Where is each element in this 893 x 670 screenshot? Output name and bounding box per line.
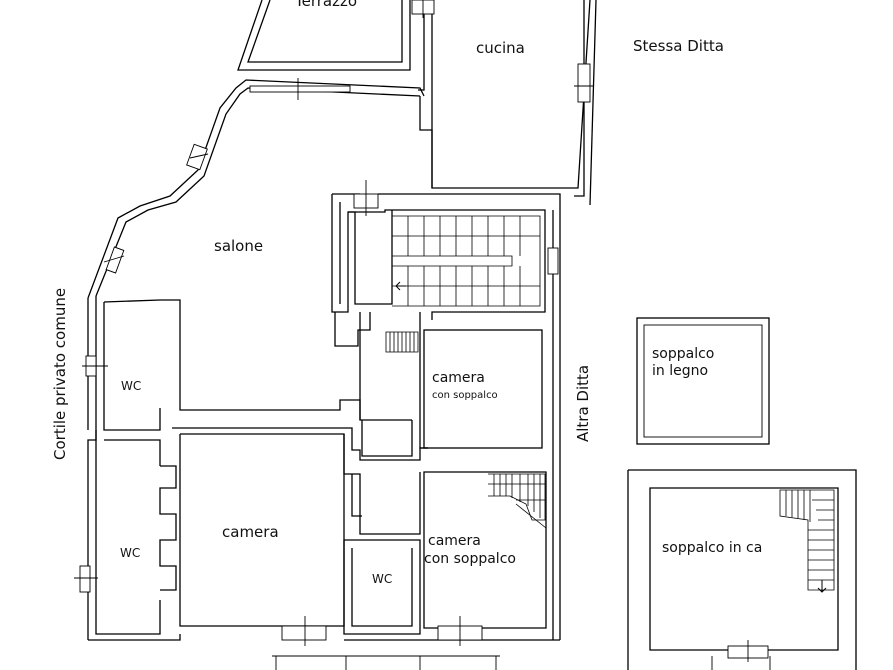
label-altra-ditta: Altra Ditta	[574, 365, 592, 442]
small-staircase-landing	[385, 331, 419, 353]
room-camera-con-soppalco-1: camera con soppalco	[423, 329, 543, 449]
label-salone: salone	[214, 237, 263, 255]
room-soppalco-in-legno: soppalco in legno	[636, 317, 770, 445]
label-camera-soppalco-1-title: camera	[432, 370, 485, 386]
main-staircase	[392, 215, 541, 307]
spiral-staircase-camera-2	[488, 473, 547, 529]
label-soppalco-legno-2: in legno	[652, 363, 708, 379]
label-camera-soppalco-1-sub: con soppalco	[432, 390, 498, 401]
label-wc-3: WC	[372, 572, 392, 586]
room-cucina: cucina	[418, 0, 597, 206]
windows	[74, 0, 769, 662]
room-camera-con-soppalco-2: camera con soppalco	[423, 471, 547, 629]
room-soppalco-in-ca: soppalco in ca	[627, 469, 857, 670]
label-camera-soppalco-2-sub: con soppalco	[424, 551, 516, 567]
label-cucina: cucina	[476, 39, 525, 57]
label-camera-soppalco-2-title: camera	[428, 533, 481, 549]
label-terrazzo: Terrazzo	[294, 0, 357, 10]
label-wc-2: WC	[120, 546, 140, 560]
label-stessa-ditta: Stessa Ditta	[633, 37, 724, 55]
bottom-facade-strip	[272, 655, 771, 670]
label-soppalco-legno-1: soppalco	[652, 346, 714, 362]
label-cortile-privato-comune: Cortile privato comune	[51, 288, 69, 460]
staircase-soppalco-ca	[779, 489, 835, 593]
label-camera-main: camera	[222, 523, 279, 541]
room-terrazzo: Terrazzo	[237, 0, 411, 71]
label-soppalco-in-ca: soppalco in ca	[662, 540, 762, 556]
label-wc-1: WC	[121, 379, 141, 393]
